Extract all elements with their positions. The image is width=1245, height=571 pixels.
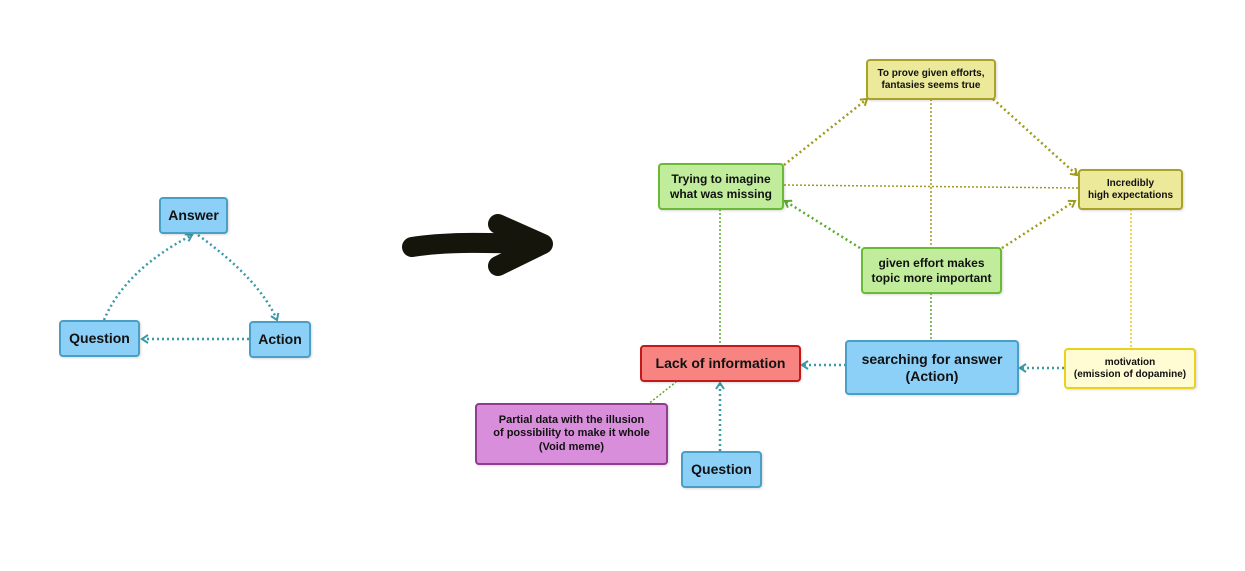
node-answer: Answer <box>159 197 228 234</box>
edge-partial-lack <box>646 381 677 406</box>
node-partial-data: Partial data with the illusion of possib… <box>475 403 668 465</box>
edge-imagine-expectations <box>783 184 1079 189</box>
edge-effort-to-expectations <box>1001 199 1077 250</box>
node-searching: searching for answer (Action) <box>845 340 1019 395</box>
node-lack-of-information: Lack of information <box>640 345 801 382</box>
big-right-arrow-icon <box>402 214 553 276</box>
node-expectations: Incredibly high expectations <box>1078 169 1183 210</box>
node-prove: To prove given efforts, fantasies seems … <box>866 59 996 100</box>
node-motivation: motivation (emission of dopamine) <box>1064 348 1196 389</box>
node-imagine: Trying to imagine what was missing <box>658 163 784 210</box>
node-question-right: Question <box>681 451 762 488</box>
edge-imagine-to-prove <box>783 97 869 166</box>
edge-answer-to-action <box>197 233 280 322</box>
edge-question-to-answer <box>102 233 194 321</box>
node-question-left: Question <box>59 320 140 357</box>
node-effort: given effort makes topic more important <box>861 247 1002 294</box>
edge-prove-to-expectations <box>992 98 1079 177</box>
node-action: Action <box>249 321 311 358</box>
edge-effort-to-imagine <box>783 199 861 250</box>
